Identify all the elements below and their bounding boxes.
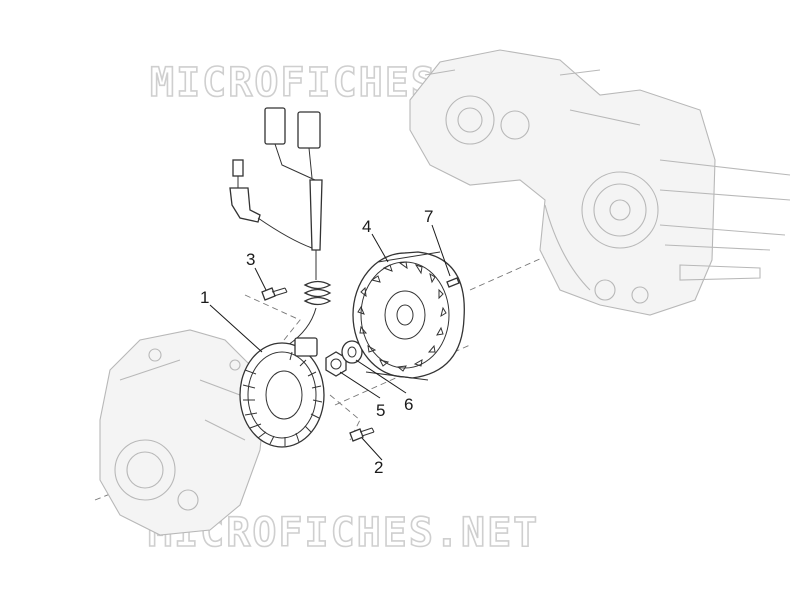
screw-part-3 — [261, 287, 288, 301]
callout-1: 1 — [200, 288, 209, 307]
callout-4: 4 — [362, 217, 371, 236]
callout-labels: 1 2 3 4 5 6 7 — [200, 207, 433, 477]
callout-2: 2 — [374, 458, 383, 477]
callout-5: 5 — [376, 401, 385, 420]
key-part-7 — [446, 277, 460, 288]
generator-cover-ghost — [99, 329, 266, 536]
stator-wiring-harness — [229, 107, 332, 346]
engine-crankcase-ghost — [409, 49, 791, 316]
assembly-axis-screw-3 — [244, 294, 301, 346]
screw-part-2 — [349, 427, 375, 442]
callout-7: 7 — [424, 207, 433, 226]
washer-part-6 — [341, 340, 363, 364]
nut-part-5 — [325, 351, 347, 377]
callout-3: 3 — [246, 250, 255, 269]
callout-6: 6 — [404, 395, 413, 414]
stator — [239, 337, 325, 448]
leader-lines — [209, 224, 451, 461]
flywheel-rotor — [352, 251, 465, 381]
